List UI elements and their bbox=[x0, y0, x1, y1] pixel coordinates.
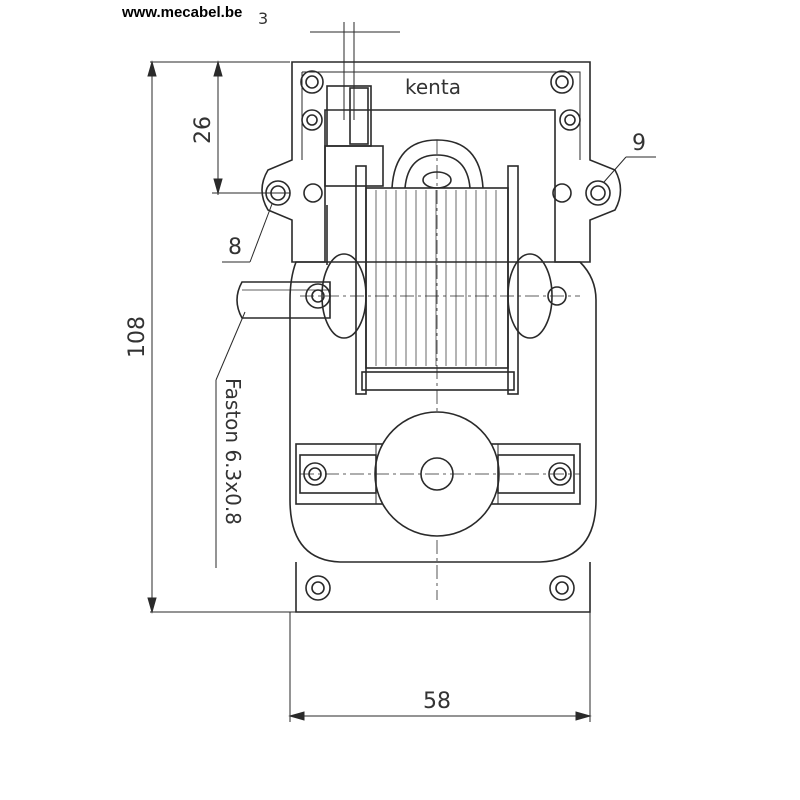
left-hole-label: 8 bbox=[228, 235, 242, 260]
top-dimension: 3 bbox=[258, 9, 400, 120]
leader-8: 8 bbox=[222, 203, 273, 263]
dim-width: 58 bbox=[288, 612, 592, 722]
offset-label: 26 bbox=[191, 116, 216, 144]
connector-block bbox=[324, 85, 384, 265]
connector-label: Faston 6.3x0.8 bbox=[221, 378, 245, 525]
dim-height: 108 bbox=[125, 60, 296, 614]
leader-faston: Faston 6.3x0.8 bbox=[215, 311, 246, 568]
upper-holes bbox=[265, 70, 611, 206]
dim-26: 26 bbox=[191, 60, 290, 195]
right-hole-label: 9 bbox=[632, 131, 646, 156]
motor-coil bbox=[355, 139, 519, 395]
leader-9: 9 bbox=[603, 131, 656, 183]
faston-tab bbox=[236, 281, 331, 319]
lower-plate bbox=[295, 562, 591, 613]
output-gear bbox=[295, 411, 581, 537]
top-dimension-label: 3 bbox=[258, 9, 268, 28]
brand-marking: kenta bbox=[405, 75, 461, 99]
height-label: 108 bbox=[125, 316, 150, 358]
website-url: www.mecabel.be bbox=[122, 4, 243, 21]
width-label: 58 bbox=[423, 689, 451, 714]
